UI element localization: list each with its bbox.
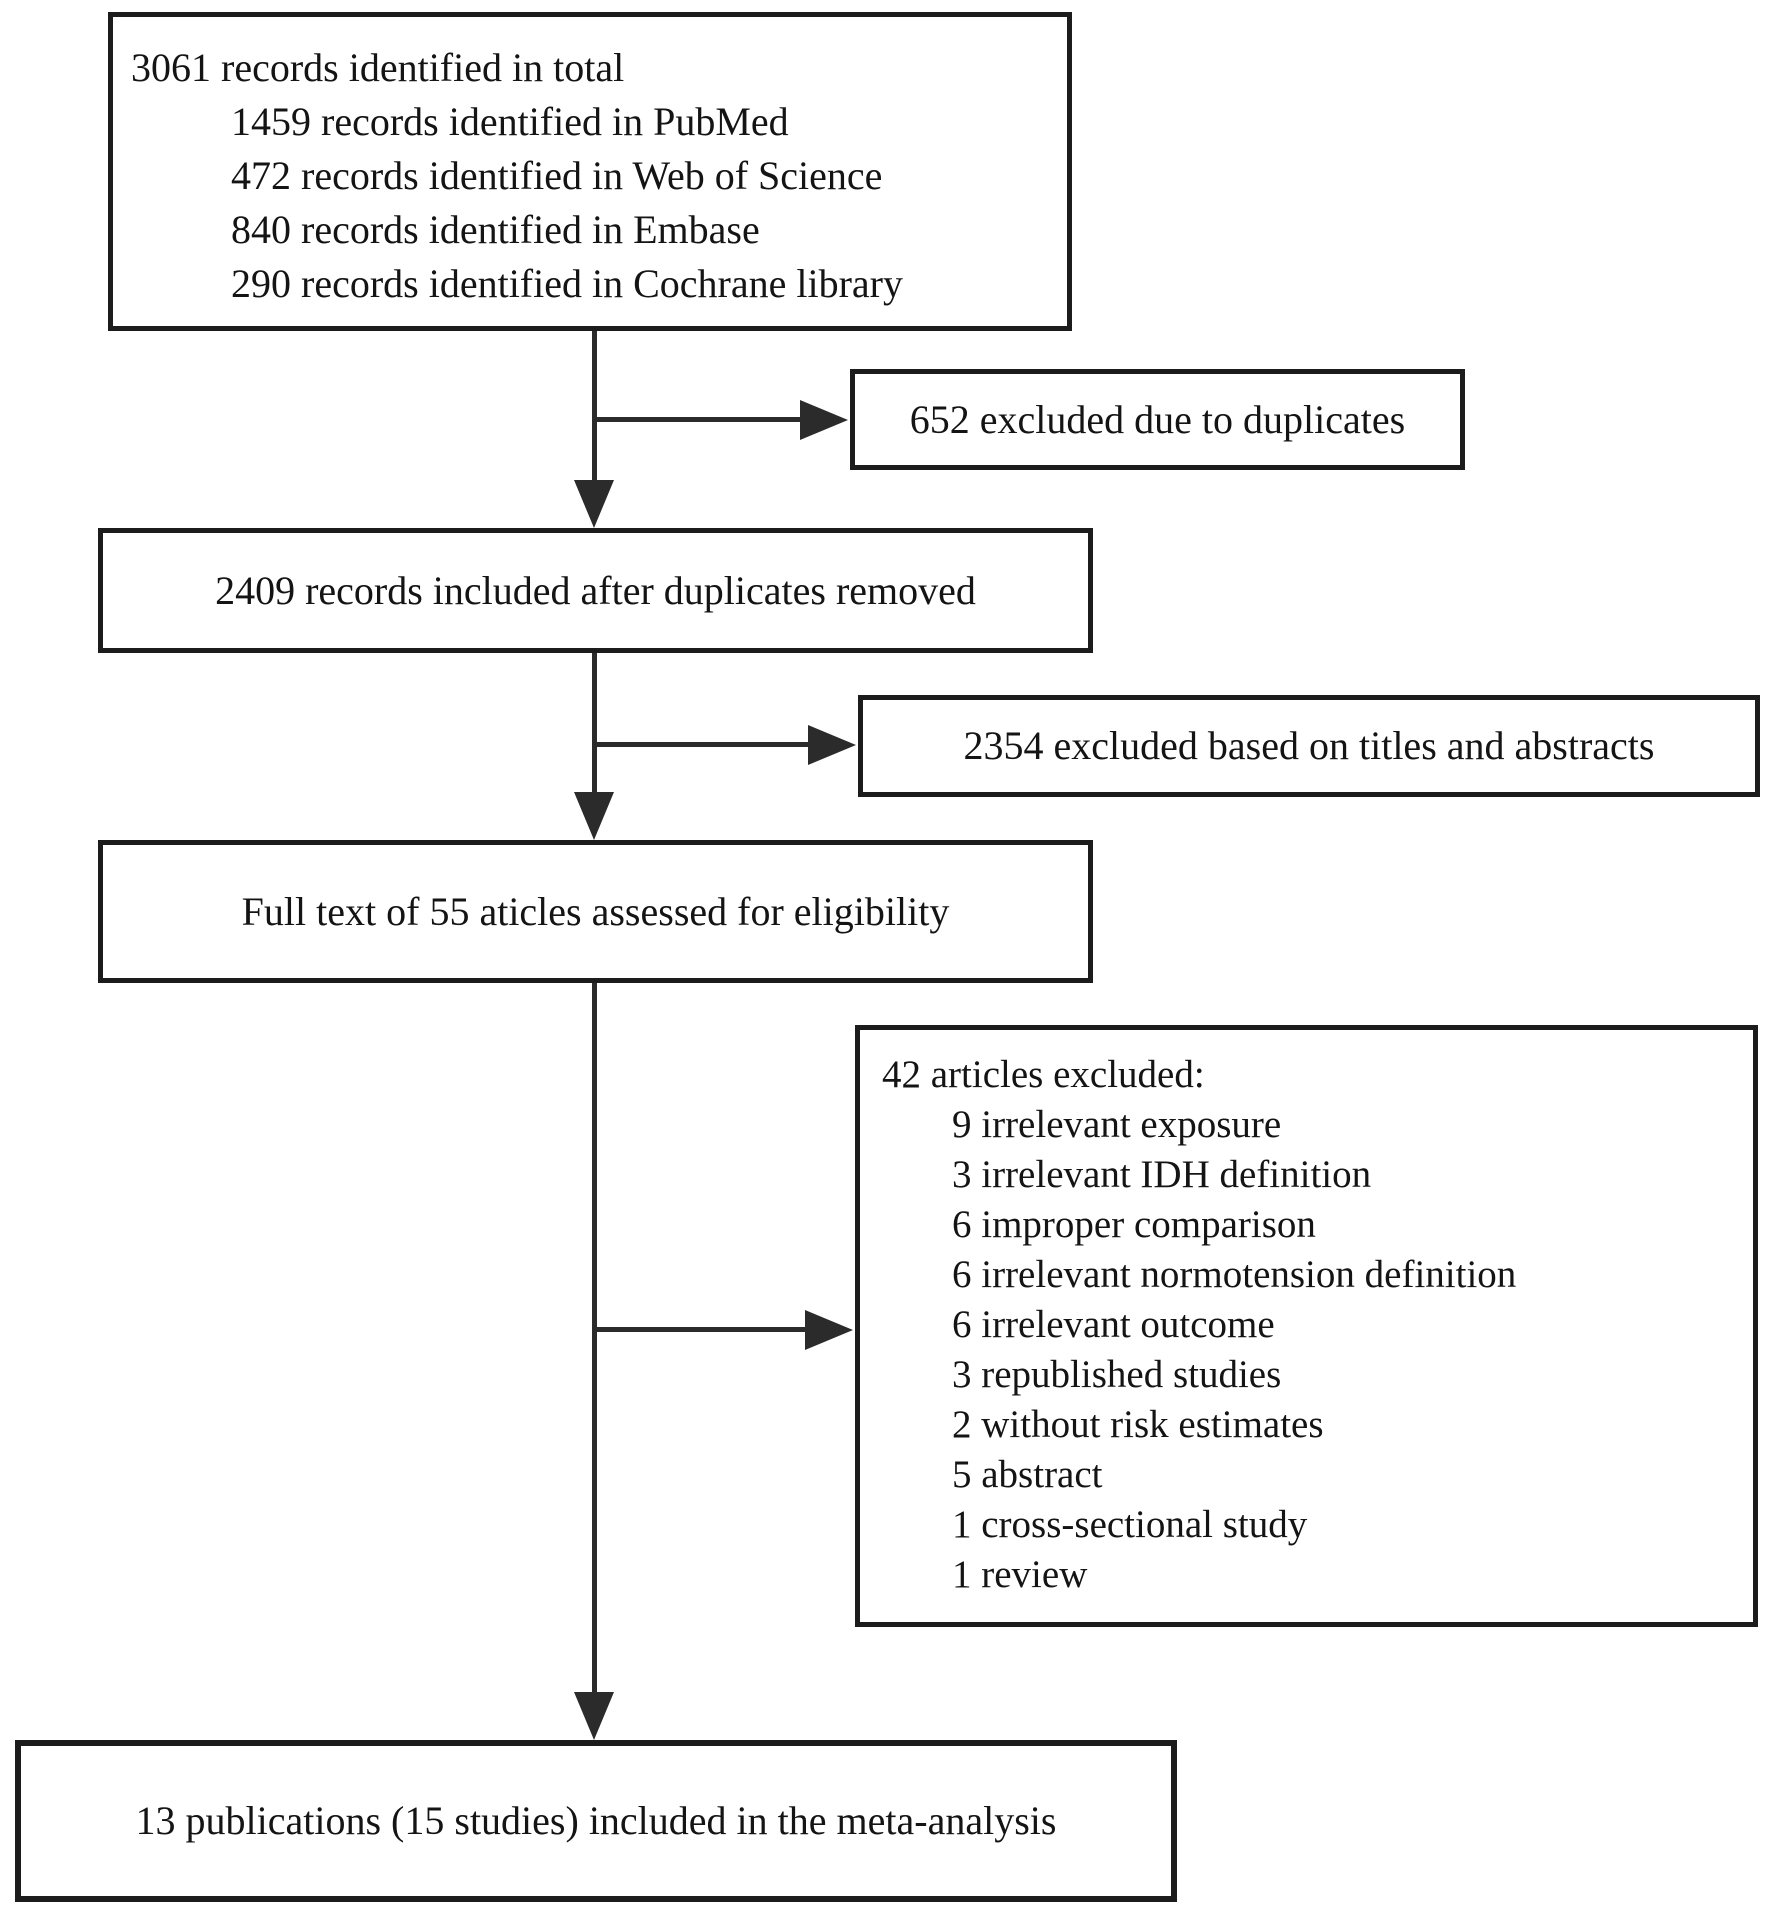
articles-excluded-header: 42 articles excluded: bbox=[882, 1053, 1205, 1096]
after-duplicates-text: 2409 records included after duplicates r… bbox=[215, 567, 976, 613]
title-abstract-excluded-text: 2354 excluded based on titles and abstra… bbox=[963, 723, 1655, 768]
excluded-reason-exposure: 9 irrelevant exposure bbox=[952, 1103, 1282, 1146]
after-duplicates-box: 2409 records included after duplicates r… bbox=[98, 528, 1093, 653]
full-text-assessed-text: Full text of 55 aticles assessed for eli… bbox=[241, 888, 950, 934]
records-cochrane-text: 290 records identified in Cochrane libra… bbox=[231, 261, 903, 306]
connector-line-2 bbox=[592, 653, 597, 795]
branch-line-articles-excluded bbox=[594, 1327, 807, 1332]
excluded-reason-republished: 3 republished studies bbox=[952, 1353, 1282, 1396]
excluded-reason-idh-definition: 3 irrelevant IDH definition bbox=[952, 1153, 1372, 1196]
connector-line-3 bbox=[592, 983, 597, 1695]
records-web-of-science-text: 472 records identified in Web of Science bbox=[231, 153, 883, 198]
branch-line-duplicates bbox=[594, 417, 802, 422]
full-text-assessed-box: Full text of 55 aticles assessed for eli… bbox=[98, 840, 1093, 983]
connector-line-1 bbox=[592, 331, 597, 483]
identification-box: 3061 records identified in total 1459 re… bbox=[108, 12, 1072, 331]
excluded-reason-no-risk-estimates: 2 without risk estimates bbox=[952, 1403, 1324, 1446]
arrow-right-icon bbox=[805, 1310, 853, 1350]
arrow-down-icon bbox=[574, 480, 614, 528]
excluded-reason-abstract: 5 abstract bbox=[952, 1453, 1103, 1496]
included-box: 13 publications (15 studies) included in… bbox=[15, 1740, 1177, 1902]
full-text-excluded-box: 42 articles excluded: 9 irrelevant expos… bbox=[855, 1025, 1758, 1627]
arrow-right-icon bbox=[800, 400, 848, 440]
title-abstract-excluded-box: 2354 excluded based on titles and abstra… bbox=[858, 695, 1760, 797]
arrow-down-icon bbox=[574, 1692, 614, 1740]
arrow-right-icon bbox=[808, 725, 856, 765]
excluded-reason-improper-comparison: 6 improper comparison bbox=[952, 1203, 1316, 1246]
records-pubmed-text: 1459 records identified in PubMed bbox=[231, 99, 789, 144]
duplicates-excluded-text: 652 excluded due to duplicates bbox=[909, 396, 1406, 442]
records-embase-text: 840 records identified in Embase bbox=[231, 207, 760, 252]
excluded-reason-review: 1 review bbox=[952, 1553, 1088, 1596]
excluded-reason-cross-sectional: 1 cross-sectional study bbox=[952, 1503, 1308, 1546]
excluded-reason-outcome: 6 irrelevant outcome bbox=[952, 1303, 1275, 1346]
duplicates-excluded-box: 652 excluded due to duplicates bbox=[850, 369, 1465, 470]
records-total-text: 3061 records identified in total bbox=[131, 45, 625, 90]
excluded-reason-normotension-definition: 6 irrelevant normotension definition bbox=[952, 1253, 1517, 1296]
included-text: 13 publications (15 studies) included in… bbox=[135, 1798, 1057, 1843]
arrow-down-icon bbox=[574, 792, 614, 840]
branch-line-titles-abstracts bbox=[594, 742, 810, 747]
